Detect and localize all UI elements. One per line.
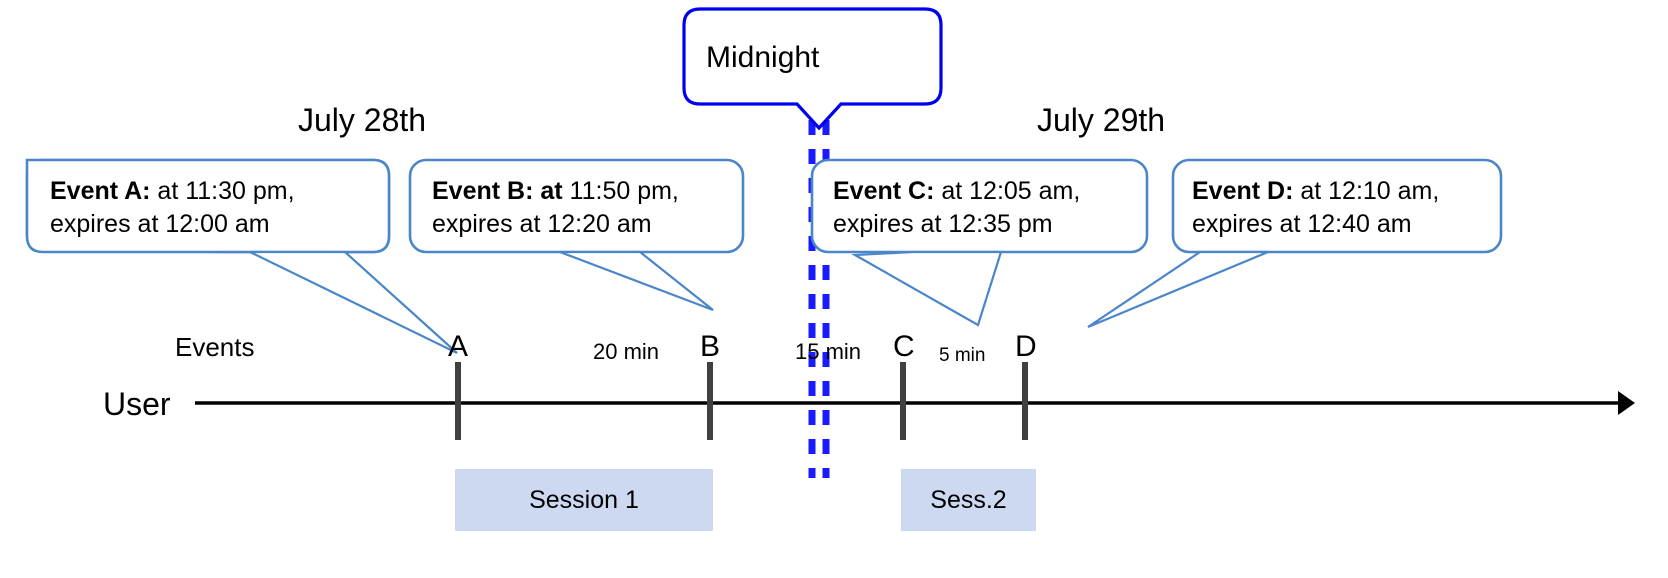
timeline-axis <box>195 391 1635 415</box>
callout-box-d <box>1171 158 1503 254</box>
callout-tail-a <box>249 250 458 354</box>
session-label-1: Session 1 <box>529 486 639 514</box>
callout-event-c <box>810 158 1149 327</box>
gap-label-c-to-d: 5 min <box>939 345 986 366</box>
date-label-july-29: July 29th <box>1037 102 1166 138</box>
gap-label-b-to-c: 15 min <box>795 339 862 364</box>
marker-label-b: B <box>700 330 721 363</box>
callout-box-b <box>408 158 745 254</box>
callout-tail-d <box>1087 250 1269 329</box>
date-label-july-28: July 28th <box>298 102 427 138</box>
callout-box-a-outline <box>25 158 391 254</box>
callout-tail-b <box>559 250 714 312</box>
timeline-arrowhead <box>1618 391 1635 415</box>
midnight-callout-box <box>682 7 943 131</box>
marker-label-d: D <box>1015 330 1037 363</box>
event-tick-marks <box>455 362 1028 440</box>
session-box-1 <box>455 469 713 531</box>
marker-label-a: A <box>448 330 469 363</box>
events-row-label: Events <box>175 332 255 362</box>
callout-event-d <box>1087 158 1503 329</box>
callout-event-a <box>25 158 458 354</box>
session-box-2 <box>901 469 1036 531</box>
user-axis-label: User <box>103 386 171 422</box>
marker-label-c: C <box>893 330 915 363</box>
gap-label-a-to-b: 20 min <box>593 339 660 364</box>
callout-tail-c <box>851 250 1003 327</box>
midnight-callout-label: Midnight <box>706 41 820 74</box>
callout-event-b <box>408 158 745 312</box>
callout-box-c <box>810 158 1149 254</box>
session-label-2: Sess.2 <box>930 486 1007 514</box>
